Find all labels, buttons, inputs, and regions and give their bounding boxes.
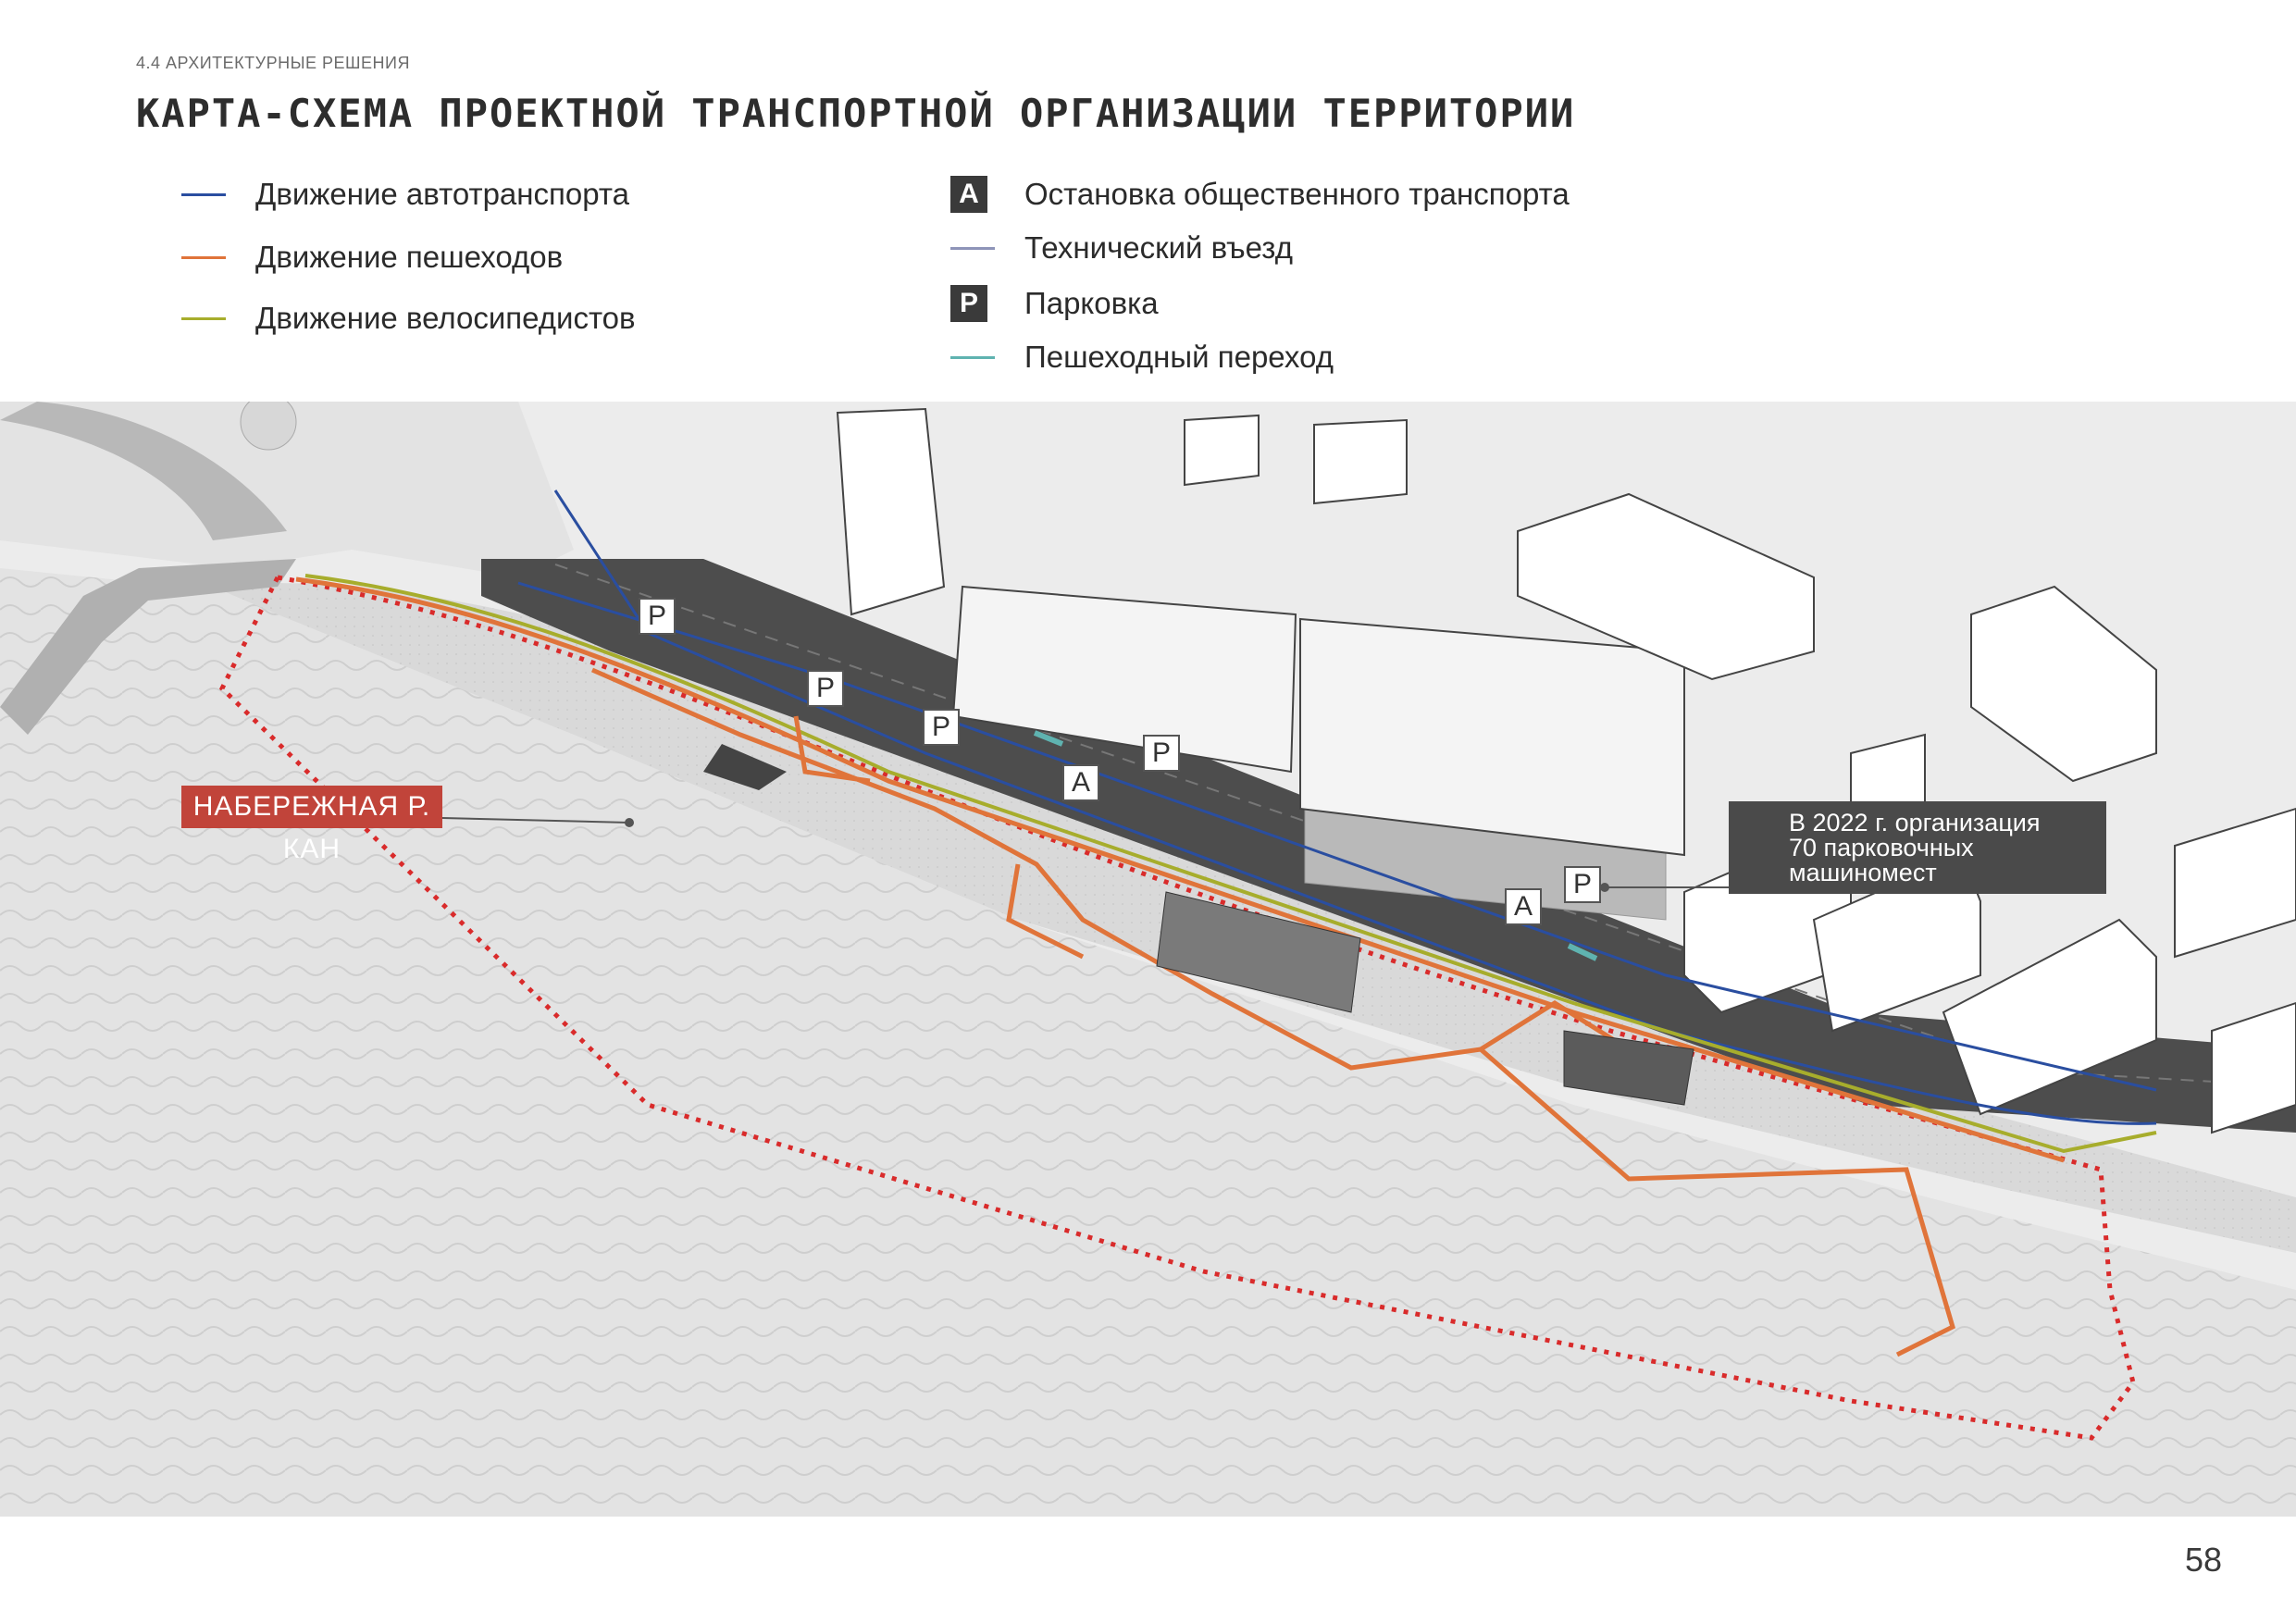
building-7 — [1970, 585, 2157, 783]
parking-sign-2: P — [807, 670, 844, 707]
crosswalk-line-swatch — [950, 356, 995, 359]
car-line-swatch — [181, 193, 226, 196]
bike-route — [304, 574, 2157, 1154]
legend-label-crosswalk: Пешеходный переход — [1024, 340, 1334, 374]
parking-sign-1: P — [639, 598, 676, 635]
central-pavilion — [1156, 891, 1361, 1013]
crosswalk-1 — [1033, 730, 1064, 747]
parking-callout: В 2022 г. организация 70 парковочных маш… — [1729, 801, 2106, 894]
building-10 — [1942, 918, 2157, 1116]
callout-line-2: 70 парковочных — [1789, 834, 1974, 861]
pedestrian-route-link-3 — [1479, 1000, 1631, 1052]
embankment-label: НАБЕРЕЖНАЯ Р. КАН — [181, 786, 442, 864]
project-boundary — [218, 575, 2136, 1441]
building-3 — [1299, 617, 1685, 857]
stop-sign-1: A — [1062, 764, 1099, 801]
embankment-leader-line — [441, 817, 630, 824]
boat-ramp — [703, 744, 787, 790]
crosswalks — [1033, 730, 1598, 961]
section-label: 4.4 АРХИТЕКТУРНЫЕ РЕШЕНИЯ — [136, 54, 410, 72]
buildings — [836, 407, 2296, 1134]
crosswalk-2 — [1567, 943, 1598, 961]
legend-label-technical-entry: Технический въезд — [1024, 230, 1293, 265]
legend-label-bike: Движение велосипедистов — [255, 301, 636, 335]
building-12 — [2211, 1001, 2296, 1134]
building-11 — [2174, 807, 2296, 959]
pedestrian-route-lower — [590, 667, 1955, 1357]
pedestrian-route-main — [295, 576, 2065, 1163]
south-pavilion — [1563, 1030, 1694, 1106]
embankment-leader-dot — [625, 818, 634, 827]
river-tint — [0, 568, 2296, 1517]
legend: Движение автотранспорта Движение пешеход… — [181, 176, 829, 361]
legend-right: A Остановка общественного транспорта Тех… — [943, 176, 1776, 389]
legend-label-car: Движение автотранспорта — [255, 177, 629, 211]
site-map: P P P P P A A НАБЕРЕЖНАЯ Р. КАН В 2022 г… — [0, 393, 2296, 1517]
pedestrian-route-link-1 — [1006, 863, 1085, 960]
site-map-drawing — [0, 393, 2296, 1517]
pedestrian-line-swatch — [181, 256, 226, 259]
stop-icon: A — [950, 176, 987, 213]
parking-sign-4: P — [1143, 735, 1180, 772]
building-6 — [1517, 492, 1815, 681]
callout-leader-dot — [1600, 883, 1609, 892]
legend-label-parking: Парковка — [1024, 286, 1159, 320]
parking-sign-5: P — [1564, 866, 1601, 903]
bike-line-swatch — [181, 317, 226, 320]
legend-label-pedestrian: Движение пешеходов — [255, 240, 564, 274]
building-1 — [836, 407, 946, 616]
stop-sign-2: A — [1505, 888, 1542, 925]
pedestrian-routes — [295, 576, 2065, 1357]
building-4 — [1184, 414, 1260, 487]
callout-line-1: В 2022 г. организация — [1789, 809, 2041, 836]
pedestrian-route-link-2 — [793, 715, 871, 784]
callout-line-3: машиномест — [1789, 859, 1937, 886]
page-title: КАРТА-СХЕМА ПРОЕКТНОЙ ТРАНСПОРТНОЙ ОРГАН… — [136, 91, 1576, 136]
road-west — [0, 559, 296, 735]
road-north — [0, 402, 287, 540]
parking-sign-3: P — [923, 709, 960, 746]
page-number: 58 — [2184, 1541, 2222, 1579]
parking-icon: P — [950, 285, 987, 322]
car-route-2 — [517, 581, 2157, 1092]
legend-label-stop: Остановка общественного транспорта — [1024, 177, 1570, 211]
building-2 — [951, 585, 1297, 774]
technical-entry-line-swatch — [950, 247, 995, 250]
building-5 — [1313, 418, 1408, 505]
